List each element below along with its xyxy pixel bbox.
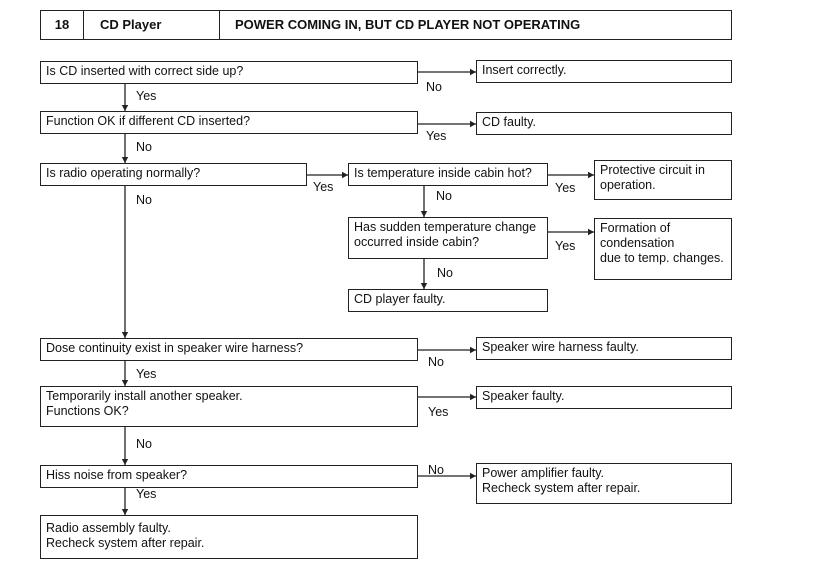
result-power-amplifier-faulty-line1: Power amplifier faulty. (482, 466, 605, 480)
question-speaker-wire-continuity: Dose continuity exist in speaker wire ha… (40, 338, 418, 361)
arrowhead (121, 509, 129, 515)
arrowhead (121, 157, 129, 163)
arrowhead (470, 393, 476, 401)
result-condensation-line2: condensation (600, 236, 675, 250)
answer-label-no: No (136, 437, 152, 451)
result-speaker-faulty: Speaker faulty. (476, 386, 732, 409)
arrowhead (121, 380, 129, 386)
arrowhead (588, 171, 594, 179)
result-radio-assembly-faulty-line1: Radio assembly faulty. (46, 521, 171, 535)
header-symptom-cell: POWER COMING IN, BUT CD PLAYER NOT OPERA… (219, 10, 732, 40)
question-temperature-change-line2: occurred inside cabin? (354, 235, 480, 249)
result-cd-faulty: CD faulty. (476, 112, 732, 135)
result-condensation-line3: due to temp. changes. (600, 251, 724, 265)
arrowhead (121, 459, 129, 465)
result-radio-assembly-faulty: Radio assembly faulty. Recheck system af… (40, 515, 418, 559)
header-system-cell: CD Player (83, 10, 220, 40)
result-insert-correctly: Insert correctly. (476, 60, 732, 83)
arrowhead (121, 105, 129, 111)
question-hiss-noise: Hiss noise from speaker? (40, 465, 418, 488)
arrowhead (420, 211, 428, 217)
question-cabin-hot: Is temperature inside cabin hot? (348, 163, 548, 186)
arrowhead (342, 171, 348, 179)
arrowhead (470, 346, 476, 354)
answer-label-yes: Yes (428, 405, 449, 419)
question-install-another-speaker-line2: Functions OK? (46, 404, 129, 418)
answer-label-yes: Yes (136, 89, 157, 103)
result-condensation-line1: Formation of (600, 221, 671, 235)
result-radio-assembly-faulty-line2: Recheck system after repair. (46, 536, 205, 550)
header-number-cell: 18 (40, 10, 84, 40)
result-power-amplifier-faulty-line2: Recheck system after repair. (482, 481, 641, 495)
answer-label-yes: Yes (136, 487, 157, 501)
answer-label-yes: Yes (555, 181, 576, 195)
arrowhead (470, 68, 476, 76)
arrowhead (420, 283, 428, 289)
arrowhead (470, 120, 476, 128)
arrowhead (470, 472, 476, 480)
answer-label-no: No (136, 193, 152, 207)
question-temperature-change: Has sudden temperature change occurred i… (348, 217, 548, 259)
question-cd-inserted: Is CD inserted with correct side up? (40, 61, 418, 84)
answer-label-yes: Yes (426, 129, 447, 143)
result-condensation: Formation of condensation due to temp. c… (594, 218, 732, 280)
question-temperature-change-line1: Has sudden temperature change (354, 220, 537, 234)
arrowhead (121, 332, 129, 338)
result-protective-circuit-line1: Protective circuit in (600, 163, 705, 177)
answer-label-yes: Yes (313, 180, 334, 194)
answer-label-no: No (428, 463, 444, 477)
answer-label-yes: Yes (555, 239, 576, 253)
question-radio-normal: Is radio operating normally? (40, 163, 307, 186)
answer-label-no: No (428, 355, 444, 369)
result-power-amplifier-faulty: Power amplifier faulty. Recheck system a… (476, 463, 732, 504)
question-install-another-speaker: Temporarily install another speaker. Fun… (40, 386, 418, 427)
arrowhead (588, 228, 594, 236)
question-different-cd: Function OK if different CD inserted? (40, 111, 418, 134)
answer-label-no: No (437, 266, 453, 280)
question-install-another-speaker-line1: Temporarily install another speaker. (46, 389, 243, 403)
answer-label-no: No (436, 189, 452, 203)
result-protective-circuit-line2: operation. (600, 178, 656, 192)
result-speaker-wire-harness-faulty: Speaker wire harness faulty. (476, 337, 732, 360)
result-cd-player-faulty: CD player faulty. (348, 289, 548, 312)
answer-label-yes: Yes (136, 367, 157, 381)
result-protective-circuit: Protective circuit in operation. (594, 160, 732, 200)
answer-label-no: No (426, 80, 442, 94)
answer-label-no: No (136, 140, 152, 154)
